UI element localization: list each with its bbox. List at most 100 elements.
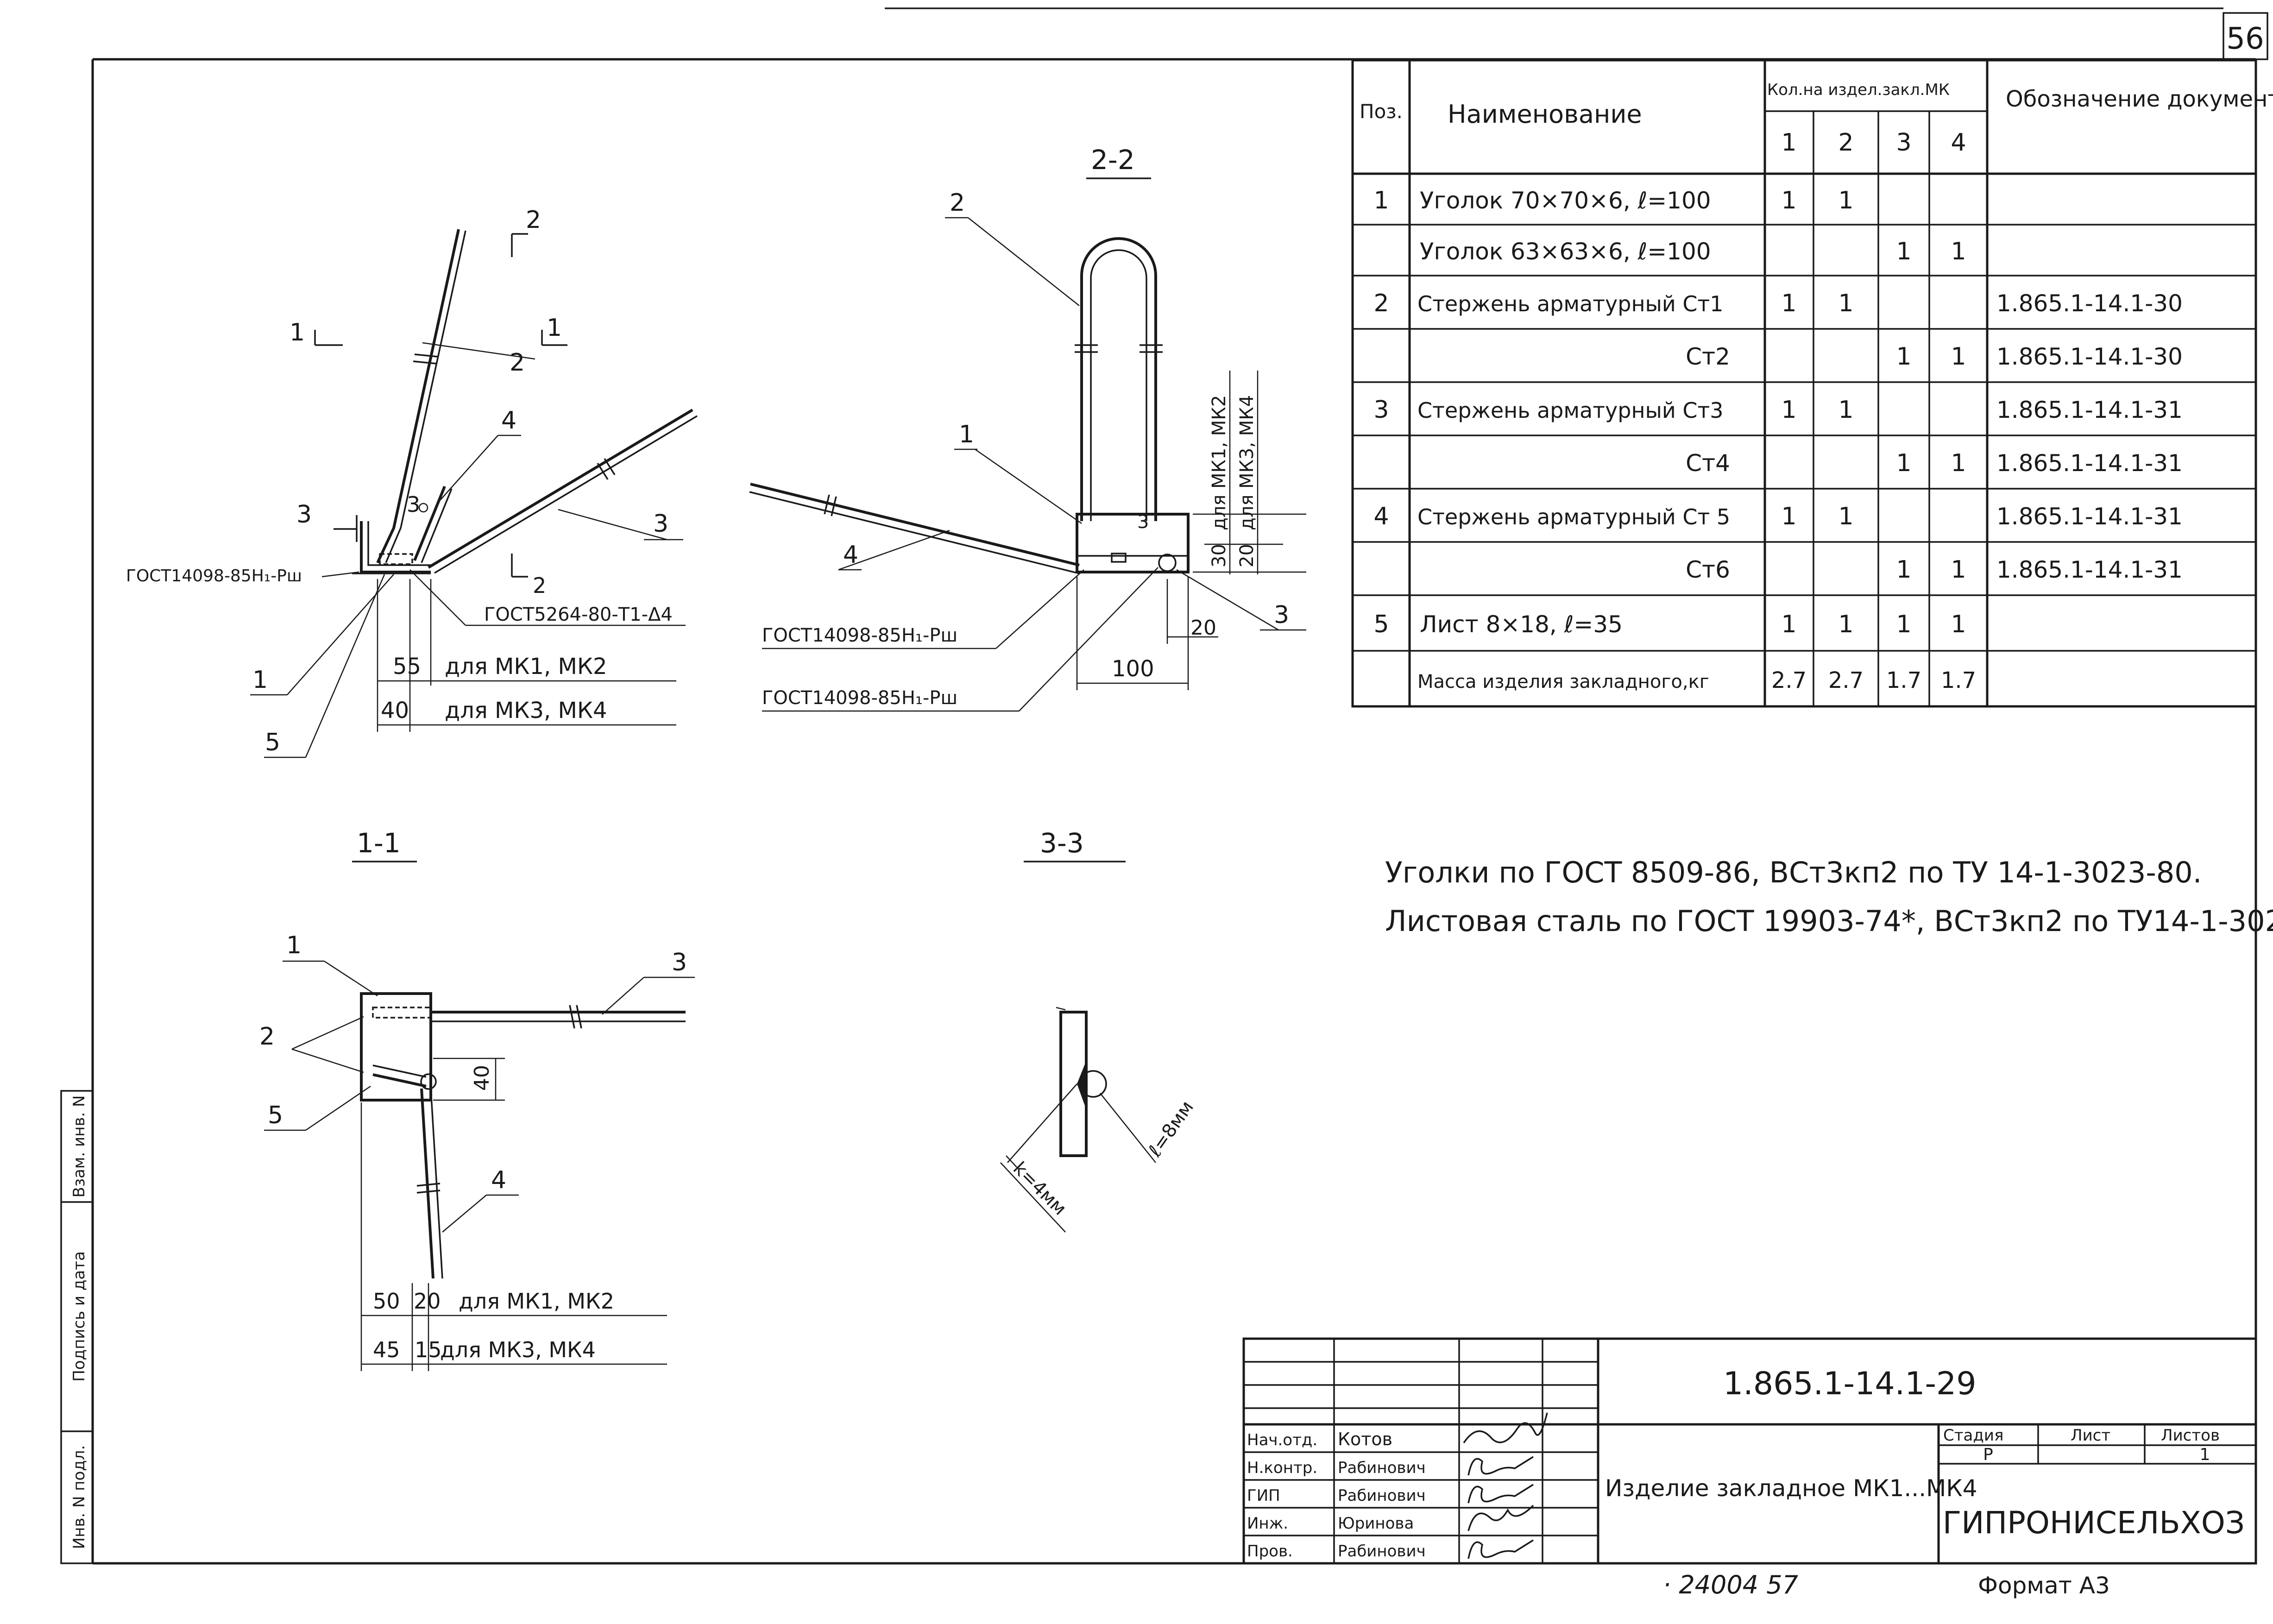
side-vzam: Взам. инв. N	[70, 1095, 88, 1198]
spec-table: Поз. Наименование Кол.на издел.закл.МК 1…	[1351, 59, 2273, 708]
spec-row-8-name: Ст6	[1686, 556, 1730, 583]
s22-pos-1: 1	[959, 421, 974, 448]
tb-bottom-number: · 24004 57	[1663, 1570, 1798, 1599]
s22-pos-2: 2	[950, 189, 965, 217]
s11-pos-1: 1	[286, 932, 302, 959]
sheet-frame: 56	[91, 7, 2268, 1565]
spec-header-doc: Обозначение документа	[2006, 86, 2273, 112]
tb-stage-label: Стадия	[1943, 1426, 2003, 1445]
spec-row-10-name: Масса изделия закладного,кг	[1417, 671, 1709, 692]
spec-row-5-name: Стержень арматурный Ст3	[1417, 398, 1724, 423]
main-pos-4: 4	[501, 407, 516, 434]
tb-role-4: Инж.	[1247, 1514, 1288, 1533]
spec-row-6-name: Ст4	[1686, 450, 1730, 477]
spec-row-9-q1: 1	[1781, 611, 1796, 638]
spec-row-3-name: Стержень арматурный Ст1	[1417, 291, 1724, 316]
s11-dim-20: 20	[414, 1289, 441, 1314]
spec-row-9-q4: 1	[1951, 611, 1966, 638]
s22-pos-3: 3	[1274, 601, 1289, 629]
signature-5	[1467, 1539, 1534, 1559]
cut-mark-1a: 1	[290, 319, 305, 346]
spec-row-7-doc: 1.865.1-14.1-31	[1996, 503, 2183, 530]
cut-mark-2a: 2	[526, 206, 541, 234]
tb-name-5: Рабинович	[1338, 1542, 1426, 1561]
s11-dim-50: 50	[373, 1289, 400, 1314]
note-line-2: Листовая сталь по ГОСТ 19903-74*, ВСт3кп…	[1385, 904, 2273, 938]
section-title-1-1: 1-1	[357, 827, 401, 859]
tb-format: Формат А3	[1978, 1572, 2110, 1599]
spec-header-q3: 3	[1896, 129, 1911, 157]
spec-row-10-q1: 2.7	[1771, 667, 1807, 693]
spec-row-6-doc: 1.865.1-14.1-31	[1996, 450, 2183, 477]
title-block: Нач.отд. Котов Н.контр. Рабинович ГИП Ра…	[1242, 1337, 2257, 1599]
s22-gost-b: ГОСТ14098-85Н₁-Рш	[762, 687, 957, 709]
spec-row-3-q1: 1	[1781, 290, 1796, 317]
s11-dim-40: 40	[470, 1065, 494, 1091]
s11-pos-5: 5	[268, 1102, 283, 1129]
tb-role-2: Н.контр.	[1247, 1459, 1317, 1477]
s33-weld-l: ℓ=8мм	[1144, 1097, 1198, 1161]
s22-vert-mk12: для МК1, МК2	[1209, 395, 1230, 530]
signature-2	[1467, 1456, 1534, 1476]
signature-3	[1467, 1484, 1534, 1504]
sheet-number: 56	[2226, 22, 2264, 56]
spec-row-7-name: Стержень арматурный Ст 5	[1417, 504, 1730, 529]
cut-mark-1b: 1	[547, 314, 562, 342]
tb-sheet-label: Лист	[2071, 1426, 2110, 1445]
s11-pos-3: 3	[672, 949, 687, 976]
main-dim-40: 40	[381, 698, 409, 724]
spec-row-8-q4: 1	[1951, 556, 1966, 584]
tb-name-3: Рабинович	[1338, 1486, 1426, 1505]
tb-role-1: Нач.отд.	[1247, 1431, 1317, 1449]
section-title-2-2: 2-2	[1091, 144, 1135, 176]
s22-dim-100: 100	[1112, 656, 1154, 682]
tb-organization: ГИПРОНИСЕЛЬХОЗ	[1943, 1505, 2245, 1541]
tb-product-name: Изделие закладное МК1...МК4	[1605, 1475, 1977, 1502]
spec-row-9-q2: 1	[1838, 611, 1853, 638]
s22-vert-mk34: для МК3, МК4	[1236, 395, 1258, 530]
spec-row-3-pos: 2	[1373, 290, 1389, 317]
s11-pos-4: 4	[491, 1166, 506, 1194]
s22-dim-30: 30	[1209, 544, 1230, 567]
s11-dim-15: 15	[415, 1337, 442, 1362]
spec-row-3-doc: 1.865.1-14.1-30	[1996, 290, 2183, 317]
side-inv-podl: Инв. N подл.	[70, 1445, 88, 1549]
s33-weld-k: k=4мм	[1009, 1158, 1070, 1220]
tb-role-3: ГИП	[1247, 1486, 1280, 1505]
spec-row-9-name: Лист 8×18, ℓ=35	[1420, 611, 1623, 638]
spec-row-6-q4: 1	[1951, 449, 1966, 477]
tb-role-5: Пров.	[1247, 1542, 1293, 1561]
main-pos-5: 5	[265, 729, 280, 756]
spec-row-2-name: Уголок 63×63×6, ℓ=100	[1420, 238, 1711, 265]
side-podpis: Подпись и дата	[70, 1251, 88, 1382]
s22-dim-20v: 20	[1236, 544, 1258, 567]
spec-header-q4: 4	[1951, 129, 1966, 157]
signature-4	[1467, 1504, 1534, 1531]
spec-row-2-q3: 1	[1896, 238, 1911, 265]
spec-row-1-q1: 1	[1781, 187, 1796, 214]
tb-sheets-label: Листов	[2161, 1426, 2220, 1445]
spec-row-10-q4: 1.7	[1941, 667, 1976, 693]
tb-name-1: Котов	[1338, 1429, 1392, 1449]
spec-header-name: Наименование	[1448, 100, 1642, 129]
s22-dim-20: 20	[1190, 616, 1216, 640]
spec-row-3-q2: 1	[1838, 290, 1853, 317]
main-pos-3: 3	[653, 510, 668, 538]
main-label-mk12: для МК1, МК2	[445, 654, 607, 680]
spec-row-2-q4: 1	[1951, 238, 1966, 265]
s11-label-mk12: для МК1, МК2	[459, 1289, 614, 1314]
spec-row-5-pos: 3	[1373, 396, 1389, 424]
s11-pos-2: 2	[259, 1023, 275, 1051]
spec-row-4-q4: 1	[1951, 343, 1966, 371]
spec-header-pos: Поз.	[1360, 100, 1403, 123]
tb-stage-value: Р	[1983, 1445, 1993, 1464]
spec-row-8-q3: 1	[1896, 556, 1911, 584]
main-gost-14098: ГОСТ14098-85Н₁-Рш	[126, 567, 302, 585]
note-line-1: Уголки по ГОСТ 8509-86, ВСт3кп2 по ТУ 14…	[1385, 856, 2202, 889]
spec-row-7-q1: 1	[1781, 503, 1796, 530]
spec-row-1-pos: 1	[1373, 187, 1389, 214]
spec-row-7-pos: 4	[1373, 503, 1389, 530]
spec-row-10-q3: 1.7	[1886, 667, 1921, 693]
spec-row-7-q2: 1	[1838, 503, 1853, 530]
